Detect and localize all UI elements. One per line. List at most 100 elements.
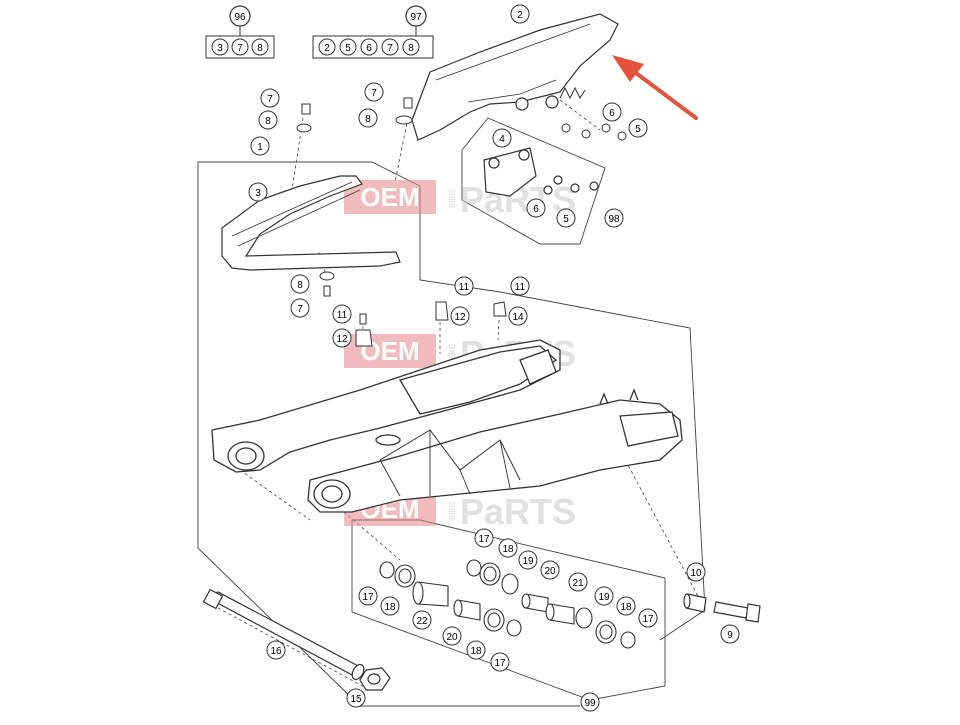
svg-text:12: 12 [336, 334, 348, 345]
svg-text:9: 9 [727, 630, 733, 641]
kit-96: 96 3 7 8 [205, 5, 275, 59]
callout-7: 7 [290, 298, 310, 318]
callout-18: 18 [380, 596, 400, 616]
svg-text:22: 22 [416, 616, 428, 627]
callout-12: 12 [332, 328, 352, 348]
svg-text:19: 19 [522, 556, 534, 567]
chain-guard-part [411, 13, 619, 141]
callout-18: 18 [498, 538, 518, 558]
callout-10: 10 [686, 562, 706, 582]
callout-3: 3 [248, 182, 268, 202]
callout-7: 7 [260, 88, 280, 108]
svg-text:18: 18 [620, 602, 632, 613]
callout-6: 6 [602, 102, 622, 122]
callout-98: 98 [604, 208, 624, 228]
svg-text:18: 18 [384, 602, 396, 613]
callout-17: 17 [638, 608, 658, 628]
callout-19: 19 [594, 586, 614, 606]
svg-text:14: 14 [512, 312, 524, 323]
svg-text:PaRTS: PaRTS [460, 491, 576, 532]
callout-22: 22 [412, 610, 432, 630]
svg-text:3: 3 [255, 188, 261, 199]
svg-text:17: 17 [478, 534, 490, 545]
callout-5: 5 [556, 208, 576, 228]
callout-11: 11 [332, 304, 352, 324]
highlight-arrow-icon [612, 55, 698, 120]
callout-6: 6 [526, 198, 546, 218]
svg-text:17: 17 [494, 658, 506, 669]
kit-97-number: 97 [410, 12, 422, 23]
swingarm-part [211, 339, 683, 513]
callout-12: 12 [450, 306, 470, 326]
kit-97-member: 5 [345, 43, 351, 54]
svg-text:BIKE: BIKE [448, 502, 457, 520]
callout-21: 21 [568, 572, 588, 592]
callout-5: 5 [628, 118, 648, 138]
callout-17: 17 [474, 528, 494, 548]
svg-text:4: 4 [499, 134, 505, 145]
svg-text:18: 18 [502, 544, 514, 555]
svg-text:5: 5 [635, 124, 641, 135]
svg-text:OEM: OEM [360, 182, 419, 212]
svg-text:8: 8 [365, 114, 371, 125]
callout-11: 11 [454, 276, 474, 296]
svg-text:11: 11 [459, 282, 470, 293]
svg-text:17: 17 [362, 592, 374, 603]
svg-text:BIKE: BIKE [448, 190, 457, 208]
svg-text:12: 12 [454, 312, 466, 323]
swingarm-axle-part [202, 588, 391, 691]
svg-text:1: 1 [257, 142, 263, 153]
callout-14: 14 [508, 306, 528, 326]
callout-4: 4 [492, 128, 512, 148]
svg-text:5: 5 [563, 214, 569, 225]
svg-text:19: 19 [598, 592, 610, 603]
svg-text:6: 6 [609, 108, 615, 119]
callout-2: 2 [510, 4, 530, 24]
callout-1: 1 [250, 136, 270, 156]
callout-9: 9 [720, 624, 740, 644]
callout-11: 11 [510, 276, 530, 296]
callout-18: 18 [616, 596, 636, 616]
callout-20: 20 [442, 626, 462, 646]
svg-text:8: 8 [265, 116, 271, 127]
svg-text:16: 16 [270, 646, 282, 657]
svg-text:11: 11 [515, 282, 526, 293]
callout-8: 8 [358, 108, 378, 128]
kit-97-member: 2 [324, 43, 330, 54]
callout-15: 15 [346, 688, 366, 708]
spacer-bolt-parts [683, 593, 761, 623]
svg-text:18: 18 [470, 646, 482, 657]
callout-17: 17 [358, 586, 378, 606]
bearing-kit-parts [379, 559, 636, 649]
svg-text:17: 17 [642, 614, 654, 625]
callouts: 1 2 3 4 5 5 6 6 7 7 7 8 8 8 9 10 11 11 1… [248, 4, 740, 712]
chain-slider-part [221, 175, 401, 271]
kit-96-member: 3 [217, 43, 223, 54]
kit-97-member: 6 [366, 43, 372, 54]
hardware-bolts [296, 97, 627, 347]
callout-16: 16 [266, 640, 286, 660]
svg-text:6: 6 [533, 204, 539, 215]
svg-text:10: 10 [690, 568, 702, 579]
callout-20: 20 [540, 560, 560, 580]
callout-99: 99 [580, 692, 600, 712]
kit-97-member: 7 [387, 43, 393, 54]
callout-8: 8 [258, 110, 278, 130]
callout-17: 17 [490, 652, 510, 672]
kit-97-member: 8 [408, 43, 414, 54]
callout-18: 18 [466, 640, 486, 660]
kit-96-number: 96 [234, 12, 246, 23]
svg-text:7: 7 [267, 94, 273, 105]
svg-text:20: 20 [544, 566, 556, 577]
chain-guide-part [483, 147, 599, 197]
svg-text:7: 7 [371, 88, 377, 99]
kit-96-member: 7 [237, 43, 243, 54]
kit-96-member: 8 [257, 43, 263, 54]
svg-text:20: 20 [446, 632, 458, 643]
svg-text:15: 15 [350, 694, 362, 705]
callout-7: 7 [364, 82, 384, 102]
callout-19: 19 [518, 550, 538, 570]
svg-text:2: 2 [517, 10, 523, 21]
